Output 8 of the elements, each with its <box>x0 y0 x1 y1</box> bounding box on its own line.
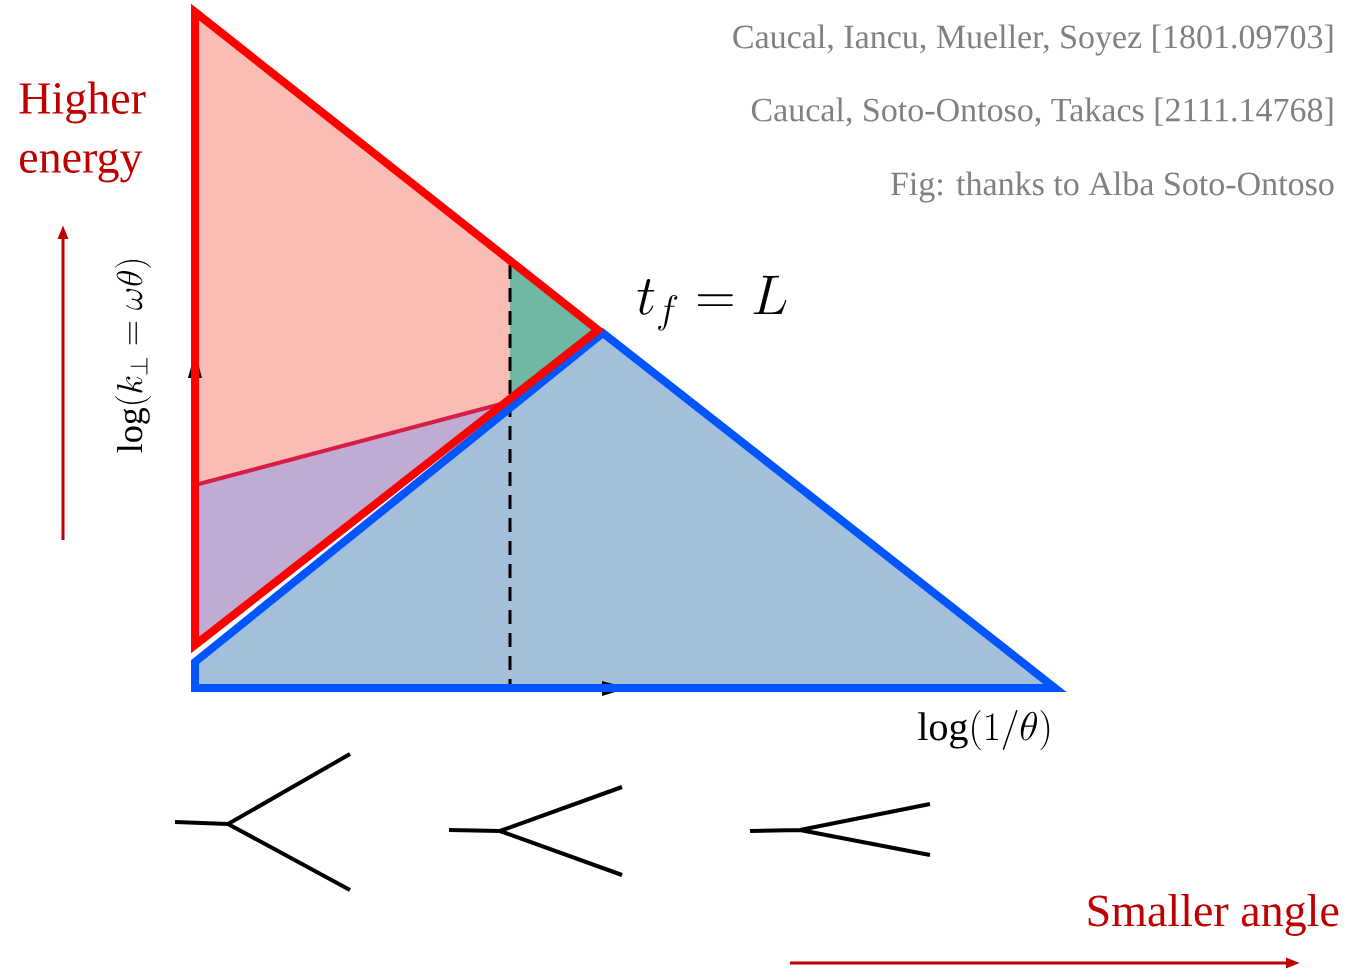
axis-label: $t_f = L$ <box>637 275 787 331</box>
citation: Caucal, Iancu, Mueller, Soyez [1801.09703] <box>733 24 1333 56</box>
citation: Caucal, Soto-Ontoso, Takacs [2111.14768] <box>751 97 1333 127</box>
annotation: Smaller angle <box>1088 894 1339 936</box>
axis-label: $\log(k_\perp = \omega\theta)$ <box>115 260 151 453</box>
axis-label: $\log(1/\theta)$ <box>918 710 1050 750</box>
annotation: Higher energy <box>19 81 146 183</box>
citation: Fig: thanks to Alba Soto-Ontoso <box>890 171 1334 203</box>
